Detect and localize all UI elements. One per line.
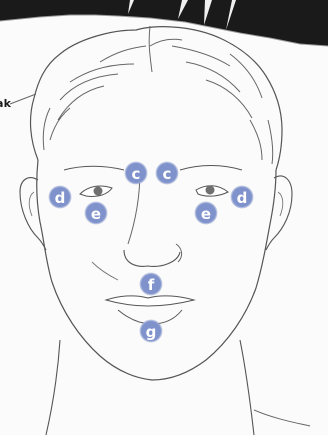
ear-left <box>20 178 46 250</box>
ear-left-inner <box>29 192 34 216</box>
marker-nose[interactable]: f <box>140 273 162 295</box>
marker-chin[interactable]: g <box>140 320 162 342</box>
page-edge-text: ak <box>0 98 11 109</box>
ear-right <box>266 176 292 250</box>
marker-brow-left[interactable]: c <box>125 162 147 184</box>
neck-right <box>240 340 254 435</box>
cheek-line <box>92 262 118 280</box>
hair-strands <box>43 26 273 164</box>
nose-bottom <box>124 250 180 266</box>
marker-brow-right[interactable]: c <box>156 162 178 184</box>
marker-eye-left[interactable]: e <box>85 202 107 224</box>
marker-temple-left[interactable]: d <box>49 186 71 208</box>
marker-temple-right[interactable]: d <box>231 186 253 208</box>
top-dark-band <box>0 0 328 46</box>
marker-eye-right[interactable]: e <box>195 202 217 224</box>
eye-right-iris <box>206 186 215 195</box>
hair-outline <box>31 27 282 170</box>
upper-lip <box>106 296 194 306</box>
eye-left-iris <box>94 187 103 196</box>
shoulder-right <box>254 410 310 426</box>
eyebrow-left <box>64 166 124 170</box>
nose-wing-right <box>176 244 182 262</box>
neck-left <box>46 340 60 435</box>
ear-right-inner <box>278 192 283 216</box>
eyebrow-right <box>180 166 242 171</box>
